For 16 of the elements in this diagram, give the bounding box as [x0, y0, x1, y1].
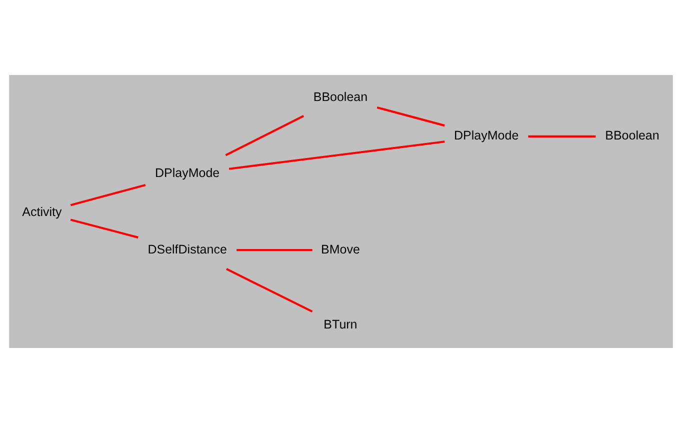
connector — [528, 135, 596, 138]
node-text: BBoolean — [313, 90, 368, 104]
node-text: DPlayMode — [454, 128, 519, 143]
connector — [236, 249, 312, 252]
node-text: DSelfDistance — [148, 242, 227, 256]
connector — [376, 106, 445, 127]
node-text: BBoolean — [605, 128, 660, 143]
node-text: BTurn — [324, 317, 358, 332]
connector — [70, 218, 138, 238]
connector — [70, 184, 146, 206]
node-text: BMove — [321, 242, 360, 256]
connector — [225, 115, 304, 156]
connector — [226, 268, 313, 313]
node-text: DPlayMode — [154, 166, 220, 180]
connector — [228, 140, 445, 170]
node-text: Activity — [22, 204, 62, 219]
